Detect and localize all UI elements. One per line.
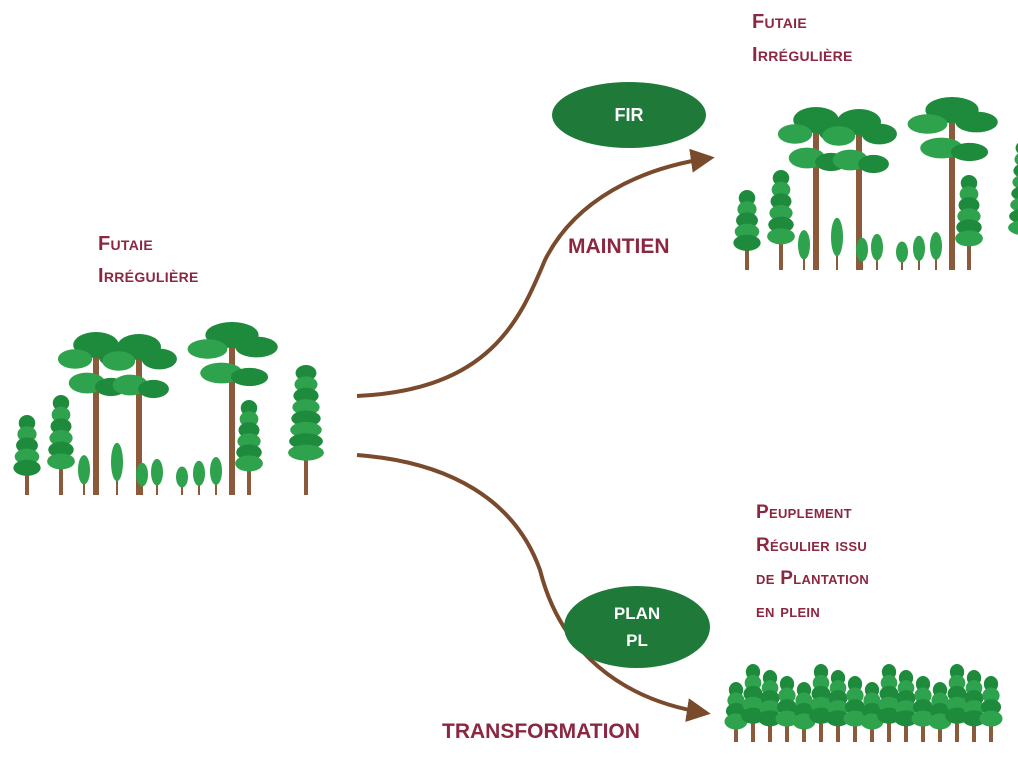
top-stand-label: Futaie Irrégulière (752, 6, 853, 72)
sapling-icon (193, 460, 205, 495)
conifer-tree-icon (288, 365, 324, 495)
transformation-label: TRANSFORMATION (442, 720, 640, 743)
conifer-tree-icon (741, 664, 765, 742)
left-stand-label: Futaie Irrégulière (98, 228, 199, 292)
pine-tree-icon (187, 322, 278, 495)
left-stand-line1: Futaie (98, 233, 153, 255)
conifer-tree-icon (809, 664, 833, 742)
bottom-stand-line3: de Plantation (756, 568, 870, 589)
sapling-icon (856, 237, 868, 270)
maintien-arrow (356, 148, 715, 398)
conifer-tree-icon (758, 670, 782, 742)
conifer-tree-icon (733, 190, 761, 270)
conifer-tree-icon (955, 175, 983, 270)
bottom-stand-line4: en plein (756, 601, 821, 622)
sapling-icon (136, 462, 148, 495)
sapling-icon (930, 232, 942, 270)
conifer-tree-icon (775, 676, 799, 742)
conifer-tree-icon (843, 676, 867, 742)
bottom-stand-line1: Peuplement (756, 502, 852, 523)
top-stand-line1: Futaie (752, 11, 807, 33)
pine-tree-icon (102, 334, 177, 495)
sapling-icon (798, 230, 810, 270)
bottom-plantation-trees (724, 664, 1003, 742)
conifer-tree-icon (767, 170, 795, 270)
fir-badge: FIR (552, 82, 706, 148)
sapling-icon (210, 457, 222, 495)
sapling-icon (896, 241, 908, 270)
left-stand-line2: Irrégulière (98, 265, 199, 287)
sapling-icon (176, 466, 188, 495)
fir-badge-label: FIR (614, 104, 644, 125)
conifer-tree-icon (911, 676, 935, 742)
conifer-tree-icon (894, 670, 918, 742)
top-irregular-stand-trees (733, 97, 1018, 270)
sapling-icon (151, 458, 163, 495)
conifer-tree-icon (877, 664, 901, 742)
pine-tree-icon (907, 97, 998, 270)
sapling-icon (111, 442, 123, 495)
plan-badge: PLAN PL (564, 586, 710, 668)
conifer-tree-icon (945, 664, 969, 742)
sapling-icon (871, 233, 883, 270)
bottom-stand-label: Peuplement Régulier issu de Plantation e… (756, 496, 869, 628)
transformation-arrow (356, 453, 711, 722)
conifer-tree-icon (47, 395, 75, 495)
sapling-icon (913, 235, 925, 270)
conifer-tree-icon (962, 670, 986, 742)
conifer-tree-icon (979, 676, 1003, 742)
bottom-stand-line2: Régulier issu (756, 535, 868, 556)
plan-badge-line2: PL (626, 631, 648, 650)
conifer-tree-icon (792, 682, 816, 742)
sapling-icon (831, 217, 843, 270)
left-irregular-stand-trees (13, 322, 324, 495)
pine-tree-icon (822, 109, 897, 270)
conifer-tree-icon (826, 670, 850, 742)
conifer-tree-icon (1008, 142, 1018, 235)
conifer-tree-icon (860, 682, 884, 742)
top-stand-line2: Irrégulière (752, 44, 853, 66)
conifer-tree-icon (13, 415, 41, 495)
plan-badge-line1: PLAN (613, 604, 661, 623)
conifer-tree-icon (235, 400, 263, 495)
maintien-label: MAINTIEN (568, 235, 670, 258)
sapling-icon (78, 455, 90, 495)
